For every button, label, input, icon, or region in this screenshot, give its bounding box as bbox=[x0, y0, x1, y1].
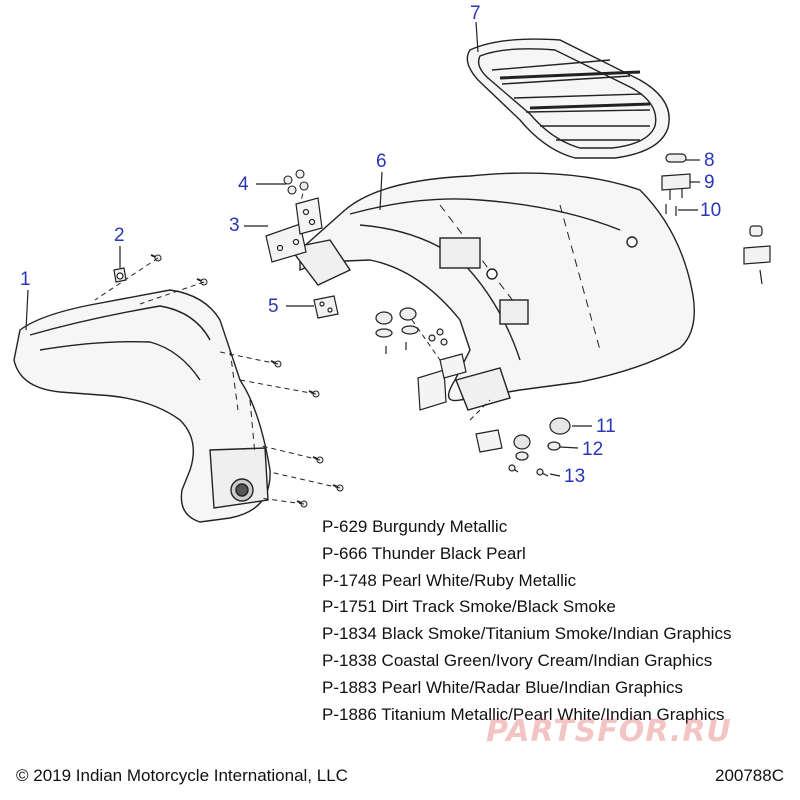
part-6-trunk-lid bbox=[288, 172, 695, 411]
callout-8: 8 bbox=[704, 150, 715, 171]
paint-code-item: P-1838 Coastal Green/Ivory Cream/Indian … bbox=[322, 650, 713, 670]
callout-9: 9 bbox=[704, 172, 715, 193]
callout-6: 6 bbox=[376, 151, 387, 172]
part-3-hinge bbox=[265, 197, 323, 263]
part-10-screws bbox=[665, 204, 677, 216]
part-8-cylinder bbox=[665, 153, 687, 163]
diagram-id: 200788C bbox=[714, 766, 784, 785]
part-13-screw bbox=[508, 464, 549, 477]
paint-code-item: P-1886 Titanium Metallic/Pearl White/Ind… bbox=[322, 704, 725, 724]
callout-2: 2 bbox=[114, 225, 125, 246]
callout-11: 11 bbox=[596, 416, 616, 437]
paint-code-item: P-1883 Pearl White/Radar Blue/Indian Gra… bbox=[322, 677, 683, 697]
callout-1: 1 bbox=[20, 269, 31, 290]
paint-code-item: P-1751 Dirt Track Smoke/Black Smoke bbox=[322, 597, 616, 617]
callout-5: 5 bbox=[268, 296, 279, 317]
callout-leaders bbox=[25, 21, 700, 477]
callout-4: 4 bbox=[238, 174, 249, 195]
callout-7: 7 bbox=[470, 3, 481, 24]
paint-code-item: P-666 Thunder Black Pearl bbox=[322, 543, 526, 563]
part-12-washer bbox=[515, 441, 561, 461]
callout-12: 12 bbox=[582, 439, 604, 460]
part-7-luggage-rack bbox=[466, 38, 670, 159]
paint-code-item: P-629 Burgundy Metallic bbox=[322, 517, 508, 536]
part-11-bumper bbox=[513, 417, 571, 450]
center-hardware bbox=[375, 307, 503, 453]
callout-13: 13 bbox=[564, 466, 586, 487]
part-5-plate bbox=[313, 295, 339, 319]
callout-3: 3 bbox=[229, 215, 240, 236]
part-4-nuts bbox=[283, 169, 309, 195]
paint-code-item: P-1834 Black Smoke/Titanium Smoke/Indian… bbox=[322, 624, 732, 644]
copyright-text: © 2019 Indian Motorcycle International, … bbox=[16, 766, 348, 785]
part-2-nut bbox=[113, 267, 127, 283]
part-9-bracket bbox=[661, 173, 691, 200]
loose-hinge-right bbox=[743, 225, 771, 285]
watermark: PARTSFOR.RU bbox=[486, 714, 732, 749]
paint-code-list: P-629 Burgundy Metallic P-666 Thunder Bl… bbox=[322, 514, 731, 728]
paint-code-item: P-1748 Pearl White/Ruby Metallic bbox=[322, 570, 577, 590]
part-1-trunk-side bbox=[13, 289, 271, 523]
callout-10: 10 bbox=[700, 200, 722, 221]
